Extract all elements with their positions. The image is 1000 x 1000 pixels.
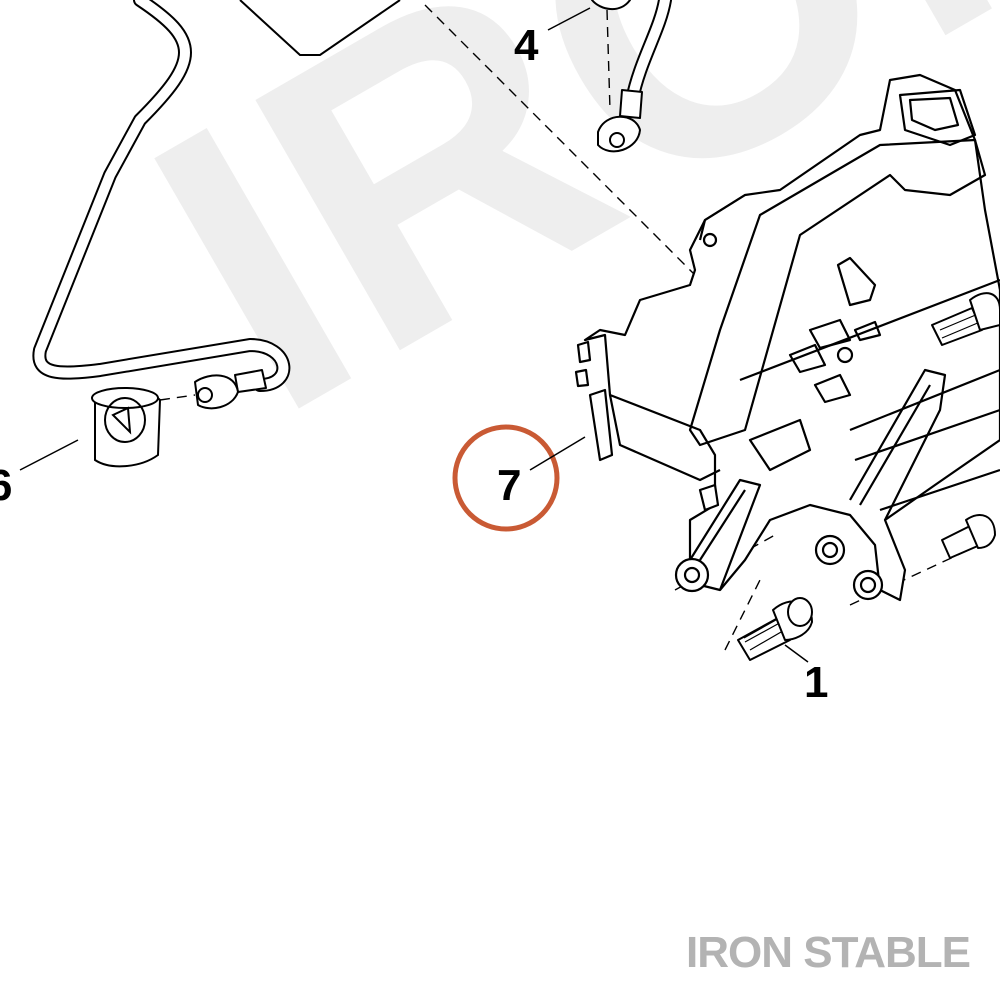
callout-6: 6 bbox=[0, 461, 12, 510]
callout-7-highlight-ring bbox=[452, 424, 560, 532]
part-1-bolt-right bbox=[931, 292, 1000, 346]
callout-1: 1 bbox=[804, 658, 828, 707]
leader-1 bbox=[784, 644, 809, 663]
part-top-left-fragment bbox=[239, 0, 401, 56]
leader-7 bbox=[529, 436, 586, 471]
part-1-bolt-lower bbox=[737, 597, 813, 661]
callout-7: 7 bbox=[497, 461, 521, 510]
part-6-cable bbox=[32, 0, 291, 410]
footer-brand: IRON STABLE bbox=[686, 928, 971, 977]
callout-4: 4 bbox=[514, 21, 539, 70]
part-7-bracket bbox=[574, 73, 1000, 602]
part-6-boot bbox=[91, 387, 162, 468]
leader-4 bbox=[547, 7, 591, 31]
part-4-cable bbox=[591, 0, 672, 153]
part-1-bolt-lower-right bbox=[941, 514, 996, 559]
leader-6 bbox=[19, 439, 79, 471]
